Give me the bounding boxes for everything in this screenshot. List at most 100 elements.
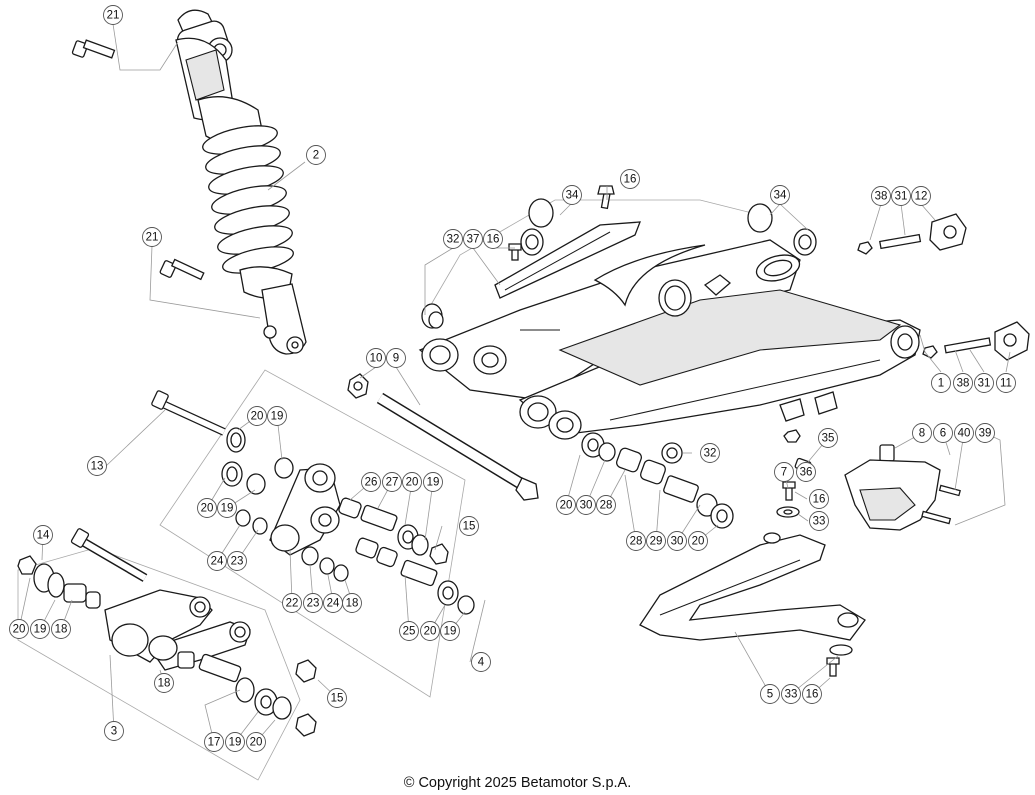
callout-number: 20 — [692, 536, 705, 548]
callout-number: 6 — [940, 428, 946, 440]
callout-number: 18 — [55, 624, 68, 636]
callout-34: 34 — [770, 185, 790, 205]
callout-34: 34 — [562, 185, 582, 205]
callout-number: 19 — [229, 737, 242, 749]
callout-circle — [303, 593, 323, 613]
callout-28: 28 — [626, 531, 646, 551]
callout-circle — [796, 462, 816, 482]
callout-circle — [667, 531, 687, 551]
callout-number: 20 — [250, 737, 263, 749]
callout-8: 8 — [912, 423, 932, 443]
callout-circle — [802, 684, 822, 704]
callout-9: 9 — [386, 348, 406, 368]
callout-number: 15 — [331, 693, 344, 705]
callout-number: 18 — [158, 678, 171, 690]
callout-11: 11 — [996, 373, 1016, 393]
callout-19: 19 — [267, 406, 287, 426]
callout-36: 36 — [796, 462, 816, 482]
callout-31: 31 — [974, 373, 994, 393]
callout-circle — [366, 348, 386, 368]
callout-number: 30 — [671, 536, 684, 548]
callout-5: 5 — [760, 684, 780, 704]
callout-circle — [104, 721, 124, 741]
callout-number: 20 — [424, 626, 437, 638]
callout-number: 20 — [251, 411, 264, 423]
callout-circle — [818, 428, 838, 448]
callout-15: 15 — [459, 516, 479, 536]
callout-circle — [463, 229, 483, 249]
callout-number: 12 — [915, 191, 928, 203]
callout-circle — [975, 423, 995, 443]
callout-19: 19 — [30, 619, 50, 639]
callout-circle — [483, 229, 503, 249]
callout-23: 23 — [303, 593, 323, 613]
callout-circle — [386, 348, 406, 368]
callout-32: 32 — [443, 229, 463, 249]
callout-number: 28 — [600, 500, 613, 512]
callout-number: 22 — [286, 598, 299, 610]
callout-number: 15 — [463, 521, 476, 533]
callout-16: 16 — [802, 684, 822, 704]
callout-number: 29 — [650, 536, 663, 548]
callout-circle — [459, 516, 479, 536]
callout-number: 19 — [34, 624, 47, 636]
callout-number: 19 — [221, 503, 234, 515]
callout-3: 3 — [104, 721, 124, 741]
callout-30: 30 — [667, 531, 687, 551]
callout-circle — [809, 489, 829, 509]
callout-16: 16 — [809, 489, 829, 509]
callout-15: 15 — [327, 688, 347, 708]
callout-number: 16 — [624, 174, 637, 186]
callout-40: 40 — [954, 423, 974, 443]
callout-number: 2 — [313, 150, 319, 162]
callout-4: 4 — [471, 652, 491, 672]
callout-35: 35 — [818, 428, 838, 448]
callout-7: 7 — [774, 462, 794, 482]
callout-circle — [596, 495, 616, 515]
callout-circle — [9, 619, 29, 639]
callout-18: 18 — [51, 619, 71, 639]
callout-circle — [471, 652, 491, 672]
callout-number: 3 — [111, 726, 117, 738]
callout-number: 13 — [91, 461, 104, 473]
callout-number: 35 — [822, 433, 835, 445]
rocker-link-3 — [17, 528, 317, 737]
callout-27: 27 — [382, 472, 402, 492]
screw-16-left — [508, 243, 522, 261]
callout-number: 4 — [478, 657, 485, 669]
nut-10 — [347, 373, 369, 399]
pivot-bearings — [581, 432, 734, 529]
callout-circle — [891, 186, 911, 206]
callout-circle — [382, 472, 402, 492]
callout-32: 32 — [700, 443, 720, 463]
callout-circle — [933, 423, 953, 443]
callout-33: 33 — [781, 684, 801, 704]
callout-circle — [207, 551, 227, 571]
callout-circle — [197, 498, 217, 518]
callout-6: 6 — [933, 423, 953, 443]
callout-37: 37 — [463, 229, 483, 249]
callout-26: 26 — [361, 472, 381, 492]
callout-28: 28 — [596, 495, 616, 515]
callout-circle — [423, 472, 443, 492]
callout-number: 21 — [146, 232, 159, 244]
callout-circle — [306, 145, 326, 165]
callout-number: 24 — [327, 598, 340, 610]
callout-circle — [871, 186, 891, 206]
callout-30: 30 — [576, 495, 596, 515]
callout-20: 20 — [420, 621, 440, 641]
callout-20: 20 — [197, 498, 217, 518]
callout-circle — [227, 551, 247, 571]
callout-21: 21 — [142, 227, 162, 247]
callout-number: 24 — [211, 556, 224, 568]
callout-number: 33 — [785, 689, 798, 701]
callout-38: 38 — [953, 373, 973, 393]
callout-circle — [204, 732, 224, 752]
callout-circle — [443, 229, 463, 249]
callout-number: 19 — [444, 626, 457, 638]
callout-circle — [217, 498, 237, 518]
callout-2: 2 — [306, 145, 326, 165]
callout-16: 16 — [620, 169, 640, 189]
callout-circle — [30, 619, 50, 639]
callout-circle — [770, 185, 790, 205]
